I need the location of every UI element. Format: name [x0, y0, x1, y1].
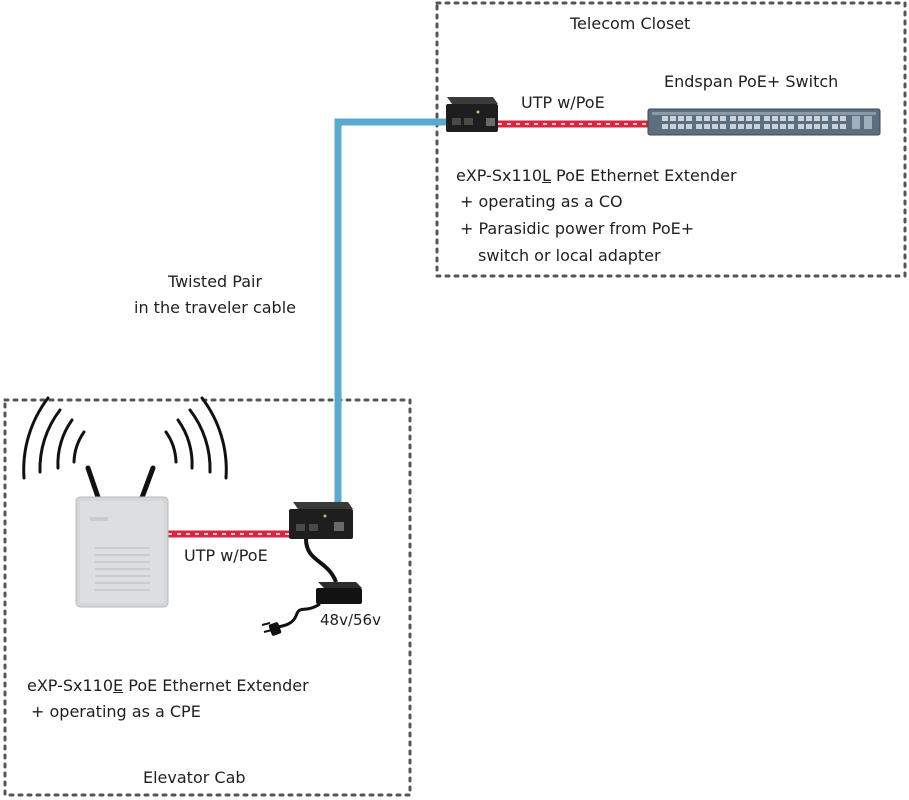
elevator-cab-title: Elevator Cab	[143, 768, 246, 787]
wifi-signal-icon	[22, 396, 228, 480]
co-extender-model-suffix: L	[542, 166, 551, 185]
traveler-label-line-2: in the traveler cable	[134, 298, 296, 317]
cpe-extender-name: eXP-Sx110E PoE Ethernet Extender	[27, 676, 309, 696]
co-extender-model: eXP-Sx110	[456, 166, 543, 185]
co-extender-description: PoE Ethernet Extender	[550, 166, 737, 185]
traveler-label-line-1: Twisted Pair	[167, 272, 263, 291]
power-adapter	[261, 538, 362, 636]
poe-switch	[647, 108, 881, 136]
co-extender-bullet-1: + operating as a CO	[460, 192, 623, 211]
utp-label-cab: UTP w/PoE	[184, 546, 268, 565]
wireless-access-point	[75, 465, 169, 608]
telecom-closet-title: Telecom Closet	[570, 14, 691, 33]
co-extender-name: eXP-Sx110L PoE Ethernet Extender	[456, 166, 737, 186]
cpe-extender-bullet-1: + operating as a CPE	[31, 702, 201, 721]
traveler-cable	[334, 118, 450, 518]
co-extender-device	[446, 97, 498, 132]
cpe-extender-description: PoE Ethernet Extender	[123, 676, 309, 695]
switch-label: Endspan PoE+ Switch	[664, 72, 839, 91]
elevator-cab-border	[3, 398, 412, 797]
cpe-extender-device	[289, 502, 353, 539]
co-extender-bullet-3: switch or local adapter	[478, 246, 661, 265]
telecom-closet-border	[435, 1, 907, 278]
cpe-extender-model-suffix: E	[113, 676, 124, 695]
utp-label-closet: UTP w/PoE	[521, 93, 605, 112]
co-extender-bullet-2: + Parasidic power from PoE+	[460, 219, 695, 238]
power-label: 48v/56v	[320, 611, 381, 629]
cpe-extender-model: eXP-Sx110	[27, 676, 114, 695]
